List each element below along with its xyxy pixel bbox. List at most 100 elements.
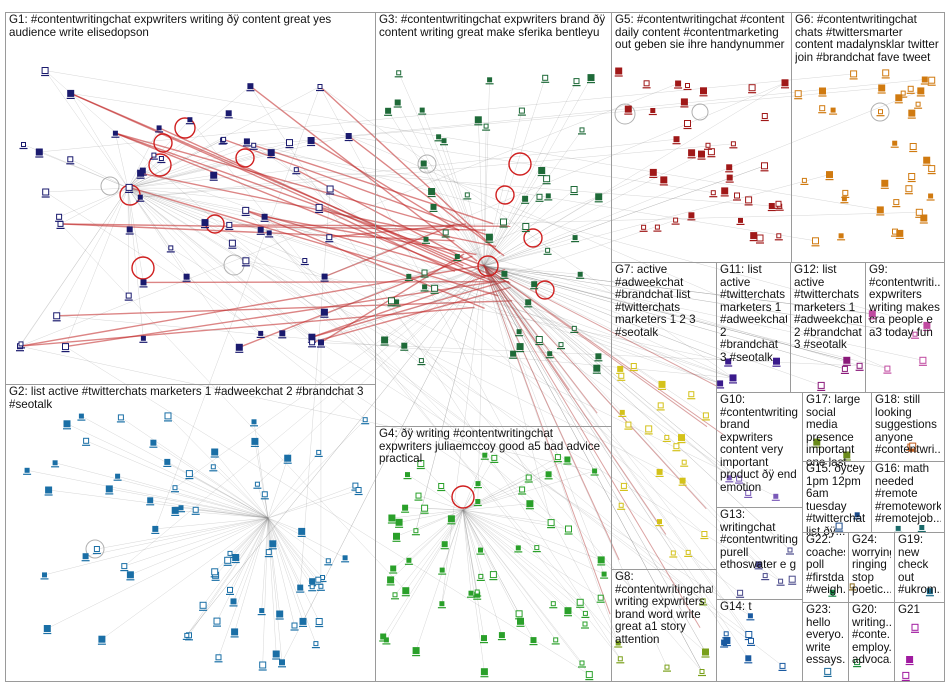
graph-node — [876, 206, 884, 214]
graph-node — [439, 567, 445, 573]
graph-node — [53, 312, 61, 320]
edge — [127, 142, 290, 189]
graph-node — [926, 588, 933, 595]
edge — [397, 102, 485, 267]
edge — [267, 517, 313, 587]
edge — [483, 126, 487, 267]
graph-node — [700, 598, 706, 604]
graph-node — [681, 459, 687, 465]
edge — [483, 77, 592, 267]
edge — [462, 459, 568, 511]
edge — [214, 451, 269, 519]
edge — [267, 419, 366, 519]
graph-node — [545, 471, 552, 478]
graph-node — [18, 341, 24, 347]
graph-node — [325, 558, 331, 564]
graph-node — [619, 409, 625, 415]
graph-node — [83, 437, 90, 444]
graph-node — [178, 505, 184, 511]
edge — [267, 517, 301, 588]
edge — [267, 485, 356, 519]
edge — [281, 265, 485, 663]
graph-node — [582, 610, 588, 616]
self-loop — [235, 148, 255, 168]
edge — [170, 247, 751, 617]
edge — [56, 187, 129, 316]
graph-node — [267, 149, 275, 157]
graph-node — [442, 229, 449, 236]
graph-node — [909, 442, 917, 450]
edge-strong — [483, 265, 611, 615]
edge — [140, 138, 677, 198]
graph-node — [779, 662, 786, 669]
edge-strong — [310, 139, 460, 232]
graph-node — [257, 226, 264, 233]
edge — [20, 187, 129, 345]
graph-node — [147, 497, 154, 504]
graph-node — [480, 668, 488, 676]
graph-node — [761, 113, 768, 119]
edge — [483, 165, 765, 267]
graph-node — [554, 454, 561, 461]
edge — [483, 265, 721, 384]
graph-node — [882, 69, 890, 77]
edge — [127, 187, 247, 262]
edge — [250, 86, 621, 659]
edge — [483, 265, 923, 361]
graph-node — [843, 451, 851, 459]
edge — [186, 265, 485, 636]
graph-node — [826, 171, 833, 179]
edge — [462, 509, 519, 549]
graph-node — [430, 203, 437, 210]
graph-node — [701, 531, 708, 537]
group-box-g21: G21 — [894, 602, 945, 682]
graph-node — [475, 481, 481, 487]
edge — [47, 517, 269, 629]
edge — [257, 484, 269, 519]
edge — [483, 265, 845, 370]
graph-node — [309, 578, 316, 585]
edge — [127, 187, 325, 313]
edge — [415, 265, 485, 531]
edge — [186, 517, 269, 636]
edge — [214, 517, 269, 572]
graph-node — [309, 584, 315, 590]
edge — [213, 466, 269, 519]
edge — [483, 265, 791, 551]
graph-node — [684, 120, 691, 127]
self-loop — [417, 154, 437, 174]
edge — [257, 265, 485, 485]
group-label-g4: G4: ðÿ writing #contentwritingchat expwr… — [379, 428, 604, 465]
graph-node — [830, 107, 836, 113]
graph-node — [745, 655, 752, 662]
edge — [267, 517, 274, 544]
graph-node — [291, 622, 298, 629]
graph-node — [678, 434, 685, 442]
graph-node — [577, 271, 583, 277]
edge — [438, 136, 485, 267]
graph-node — [242, 206, 250, 214]
graph-node — [738, 217, 743, 223]
edge — [140, 143, 734, 198]
edge — [127, 145, 254, 189]
graph-node — [478, 573, 484, 579]
edge — [186, 265, 485, 636]
group-box-g2: G2: list active #twitterchats marketers … — [5, 384, 376, 682]
graph-node — [625, 421, 632, 428]
graph-node — [317, 84, 323, 89]
edge — [483, 265, 734, 379]
graph-node — [501, 270, 508, 277]
graph-node — [702, 412, 709, 419]
edge — [443, 140, 485, 267]
edge — [188, 517, 269, 636]
edge — [398, 72, 485, 267]
edge — [462, 474, 549, 511]
edge — [483, 265, 730, 478]
edge — [483, 265, 727, 634]
group-label-g6: G6: #contentwritingchat chats #twittersm… — [795, 14, 939, 64]
edge — [299, 188, 331, 588]
edge-strong — [483, 265, 718, 387]
edge — [462, 509, 583, 664]
edge — [483, 265, 749, 659]
